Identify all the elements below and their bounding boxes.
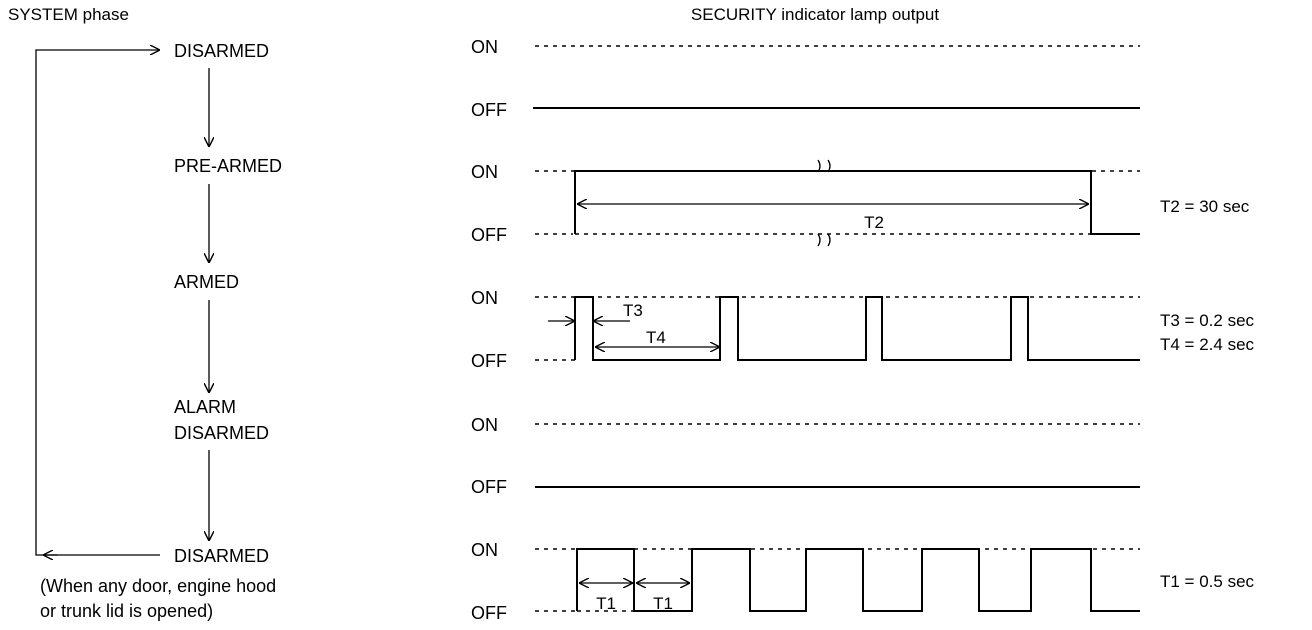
t3-dimension-label: T3 [623, 301, 643, 320]
t1-dimension-label: T1 [596, 594, 616, 613]
phase-armed: ARMED [174, 272, 239, 292]
phase-disarmed-top: DISARMED [174, 41, 269, 61]
level-off-label: OFF [471, 351, 507, 371]
system-phase-title: SYSTEM phase [8, 5, 129, 24]
level-off-label: OFF [471, 603, 507, 623]
flow-return-loop-arrow [35, 50, 160, 556]
t2-timing-value: T2 = 30 sec [1160, 197, 1250, 216]
level-on-label: ON [471, 162, 498, 182]
t1-timing-value: T1 = 0.5 sec [1160, 572, 1255, 591]
phase-alarm-line1: ALARM [174, 397, 236, 417]
t4-timing-value: T4 = 2.4 sec [1160, 335, 1255, 354]
phase-alarm-line2: DISARMED [174, 423, 269, 443]
note-line1: (When any door, engine hood [40, 576, 276, 596]
lamp-signal-disarmed-door [576, 548, 1140, 612]
phase-pre-armed: PRE-ARMED [174, 156, 282, 176]
level-off-label: OFF [471, 100, 507, 120]
t3-timing-value: T3 = 0.2 sec [1160, 311, 1255, 330]
note-line2: or trunk lid is opened) [40, 601, 213, 621]
phase-disarmed-bottom: DISARMED [174, 546, 269, 566]
time-break-symbol [817, 233, 831, 247]
level-off-label: OFF [471, 477, 507, 497]
t4-dimension-label: T4 [646, 328, 666, 347]
t1-dimension-label: T1 [653, 594, 673, 613]
t2-dimension-label: T2 [864, 213, 884, 232]
lamp-signal-armed [574, 296, 1140, 361]
level-on-label: ON [471, 415, 498, 435]
lamp-signal-pre-armed [574, 170, 1140, 235]
level-on-label: ON [471, 37, 498, 57]
level-on-label: ON [471, 540, 498, 560]
lamp-output-title: SECURITY indicator lamp output [691, 5, 939, 24]
time-break-symbol [817, 159, 831, 173]
level-off-label: OFF [471, 225, 507, 245]
level-on-label: ON [471, 288, 498, 308]
